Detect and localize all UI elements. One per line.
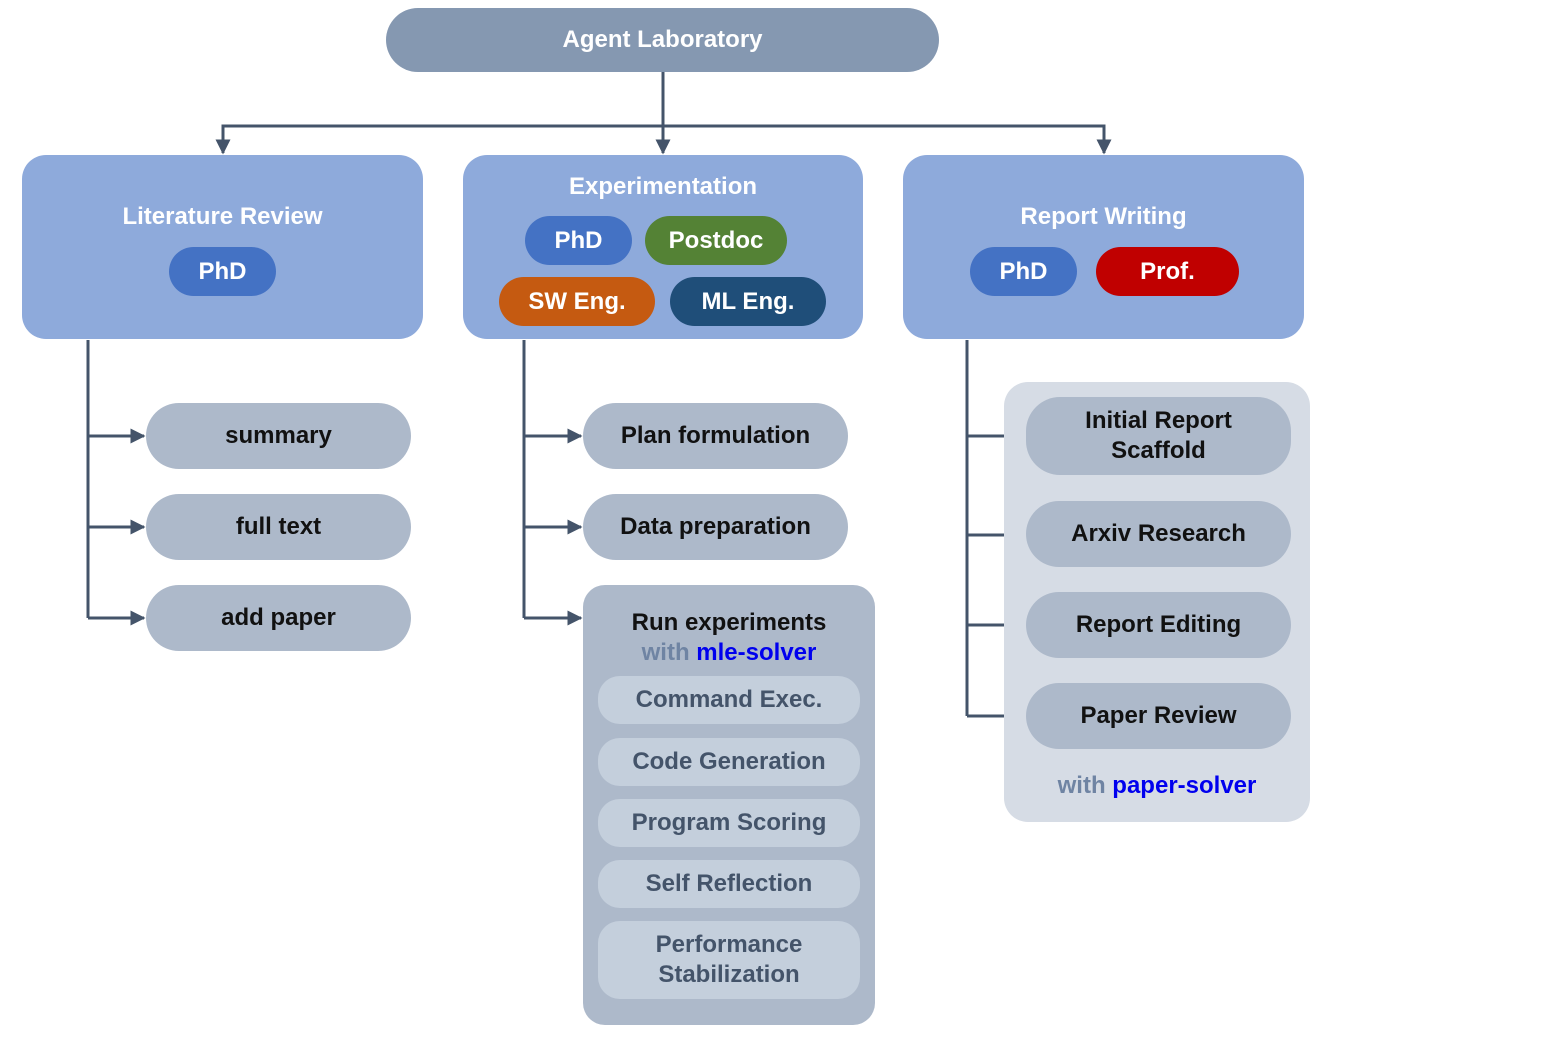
role-prof: Prof. [1096,247,1239,296]
phase-title: Experimentation [568,173,758,200]
role-ml-eng: ML Eng. [670,277,826,326]
role-postdoc: Postdoc [645,216,787,265]
task-report-editing: Report Editing [1026,592,1291,658]
task-add-paper: add paper [146,585,411,651]
task-data-preparation: Data preparation [583,494,848,560]
paper-solver-label: paper-solver [1112,772,1257,799]
task-initial-report-scaffold: Initial Report Scaffold [1026,397,1291,475]
task-summary: summary [146,403,411,469]
role-phd: PhD [970,247,1077,296]
with-label: with [641,639,690,666]
phase-title: Report Writing [1020,203,1187,230]
task-paper-review: Paper Review [1026,683,1291,749]
step-program-scoring: Program Scoring [598,799,860,847]
phase-title: Literature Review [122,203,323,230]
run-experiments-header: Run experiments with mle-solver [583,607,875,669]
phase-literature-review: Literature Review PhD [22,155,423,339]
step-command-exec: Command Exec. [598,676,860,724]
step-self-reflection: Self Reflection [598,860,860,908]
role-phd: PhD [169,247,276,296]
run-experiments-title: Run experiments [631,609,827,636]
root-label: Agent Laboratory [562,26,763,53]
with-label: with [1057,772,1106,799]
step-performance-stabilization: Performance Stabilization [598,921,860,999]
paper-solver-line: with paper-solver [1004,768,1310,804]
task-arxiv-research: Arxiv Research [1026,501,1291,567]
phase-report-writing: Report Writing PhD Prof. [903,155,1304,339]
role-phd: PhD [525,216,632,265]
solver-line: with mle-solver [642,638,817,668]
mle-solver-label: mle-solver [696,639,817,666]
root-node: Agent Laboratory [386,8,939,72]
task-full-text: full text [146,494,411,560]
task-plan-formulation: Plan formulation [583,403,848,469]
step-code-generation: Code Generation [598,738,860,786]
run-experiments-panel: Run experiments with mle-solver Command … [583,585,875,1025]
phase-experimentation: Experimentation PhD Postdoc SW Eng. ML E… [463,155,863,339]
role-sw-eng: SW Eng. [499,277,655,326]
